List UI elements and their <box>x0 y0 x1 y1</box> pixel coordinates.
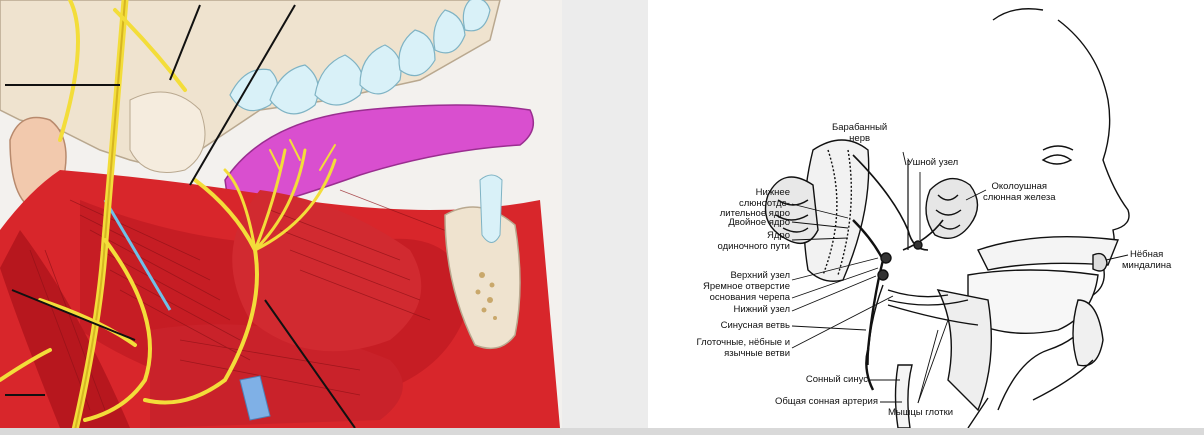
bottom-bar <box>0 428 1204 435</box>
label-solitary-nucleus: Ядро одиночного пути <box>694 231 790 252</box>
label-jugular-foramen-text: Яремное отверстие основания черепа <box>668 282 790 303</box>
label-nucleus-ambiguus: Двойное ядро <box>694 218 790 229</box>
glossopharyngeal-schematic: Барабанный нерв Ушной узел Околоушная сл… <box>648 0 1204 428</box>
label-sinus-branch-text: Синусная ветвь <box>721 320 790 331</box>
label-otic-ganglion: Ушной узел <box>907 158 958 169</box>
inferior-ganglion-node <box>878 270 888 280</box>
label-jugular-foramen: Яремное отверстие основания черепа <box>668 282 790 303</box>
label-inferior-ganglion: Нижний узел <box>668 305 790 316</box>
back-of-head <box>993 9 1043 20</box>
label-solitary-nucleus-text: Ядро одиночного пути <box>694 231 790 252</box>
label-common-carotid-text: Общая сонная артерия <box>775 396 878 407</box>
label-palatine-tonsil: Нёбная миндалина <box>1122 250 1171 271</box>
label-superior-ganglion: Верхний узел <box>668 271 790 282</box>
anatomy-illustration <box>0 0 562 428</box>
label-carotid-sinus-text: Сонный синус <box>806 374 868 385</box>
otic-ganglion-node <box>914 241 922 249</box>
label-inferior-salivatory-text: Нижнее слюноотде- лительное ядро <box>694 188 790 220</box>
eye <box>1043 155 1071 164</box>
label-inferior-ganglion-text: Нижний узел <box>733 304 790 315</box>
label-pharyngeal-branches: Глоточные, нёбные и язычные ветви <box>660 338 790 359</box>
label-palatine-tonsil-text: Нёбная миндалина <box>1122 250 1171 271</box>
label-common-carotid: Общая сонная артерия <box>728 397 878 408</box>
anatomy-drawing <box>0 0 562 428</box>
mandible-bone <box>130 92 205 173</box>
label-otic-ganglion-text: Ушной узел <box>907 157 958 168</box>
label-pharynx-muscles: Мышцы глотки <box>888 408 953 419</box>
tonsil <box>1093 254 1107 271</box>
label-nucleus-ambiguus-text: Двойное ядро <box>728 217 790 228</box>
label-tympanic-nerve: Барабанный нерв <box>832 123 887 144</box>
label-superior-ganglion-text: Верхний узел <box>730 270 790 281</box>
lower-tooth <box>480 175 502 243</box>
label-inferior-salivatory: Нижнее слюноотде- лительное ядро <box>694 188 790 220</box>
face-profile <box>998 20 1129 410</box>
carotid-artery <box>896 365 913 428</box>
label-parotid-gland: Околоушная слюнная железа <box>983 182 1056 203</box>
label-pharyngeal-branches-text: Глоточные, нёбные и язычные ветви <box>660 338 790 359</box>
label-pharynx-muscles-text: Мышцы глотки <box>888 407 953 418</box>
pharynx-muscles <box>938 290 991 410</box>
superior-ganglion-node <box>881 253 891 263</box>
label-sinus-branch: Синусная ветвь <box>668 321 790 332</box>
label-tympanic-nerve-text: Барабанный нерв <box>832 123 887 144</box>
label-parotid-gland-text: Околоушная слюнная железа <box>983 182 1056 203</box>
label-carotid-sinus: Сонный синус <box>748 375 868 386</box>
panel-gap <box>562 0 648 435</box>
jaw-bone <box>1073 300 1103 366</box>
